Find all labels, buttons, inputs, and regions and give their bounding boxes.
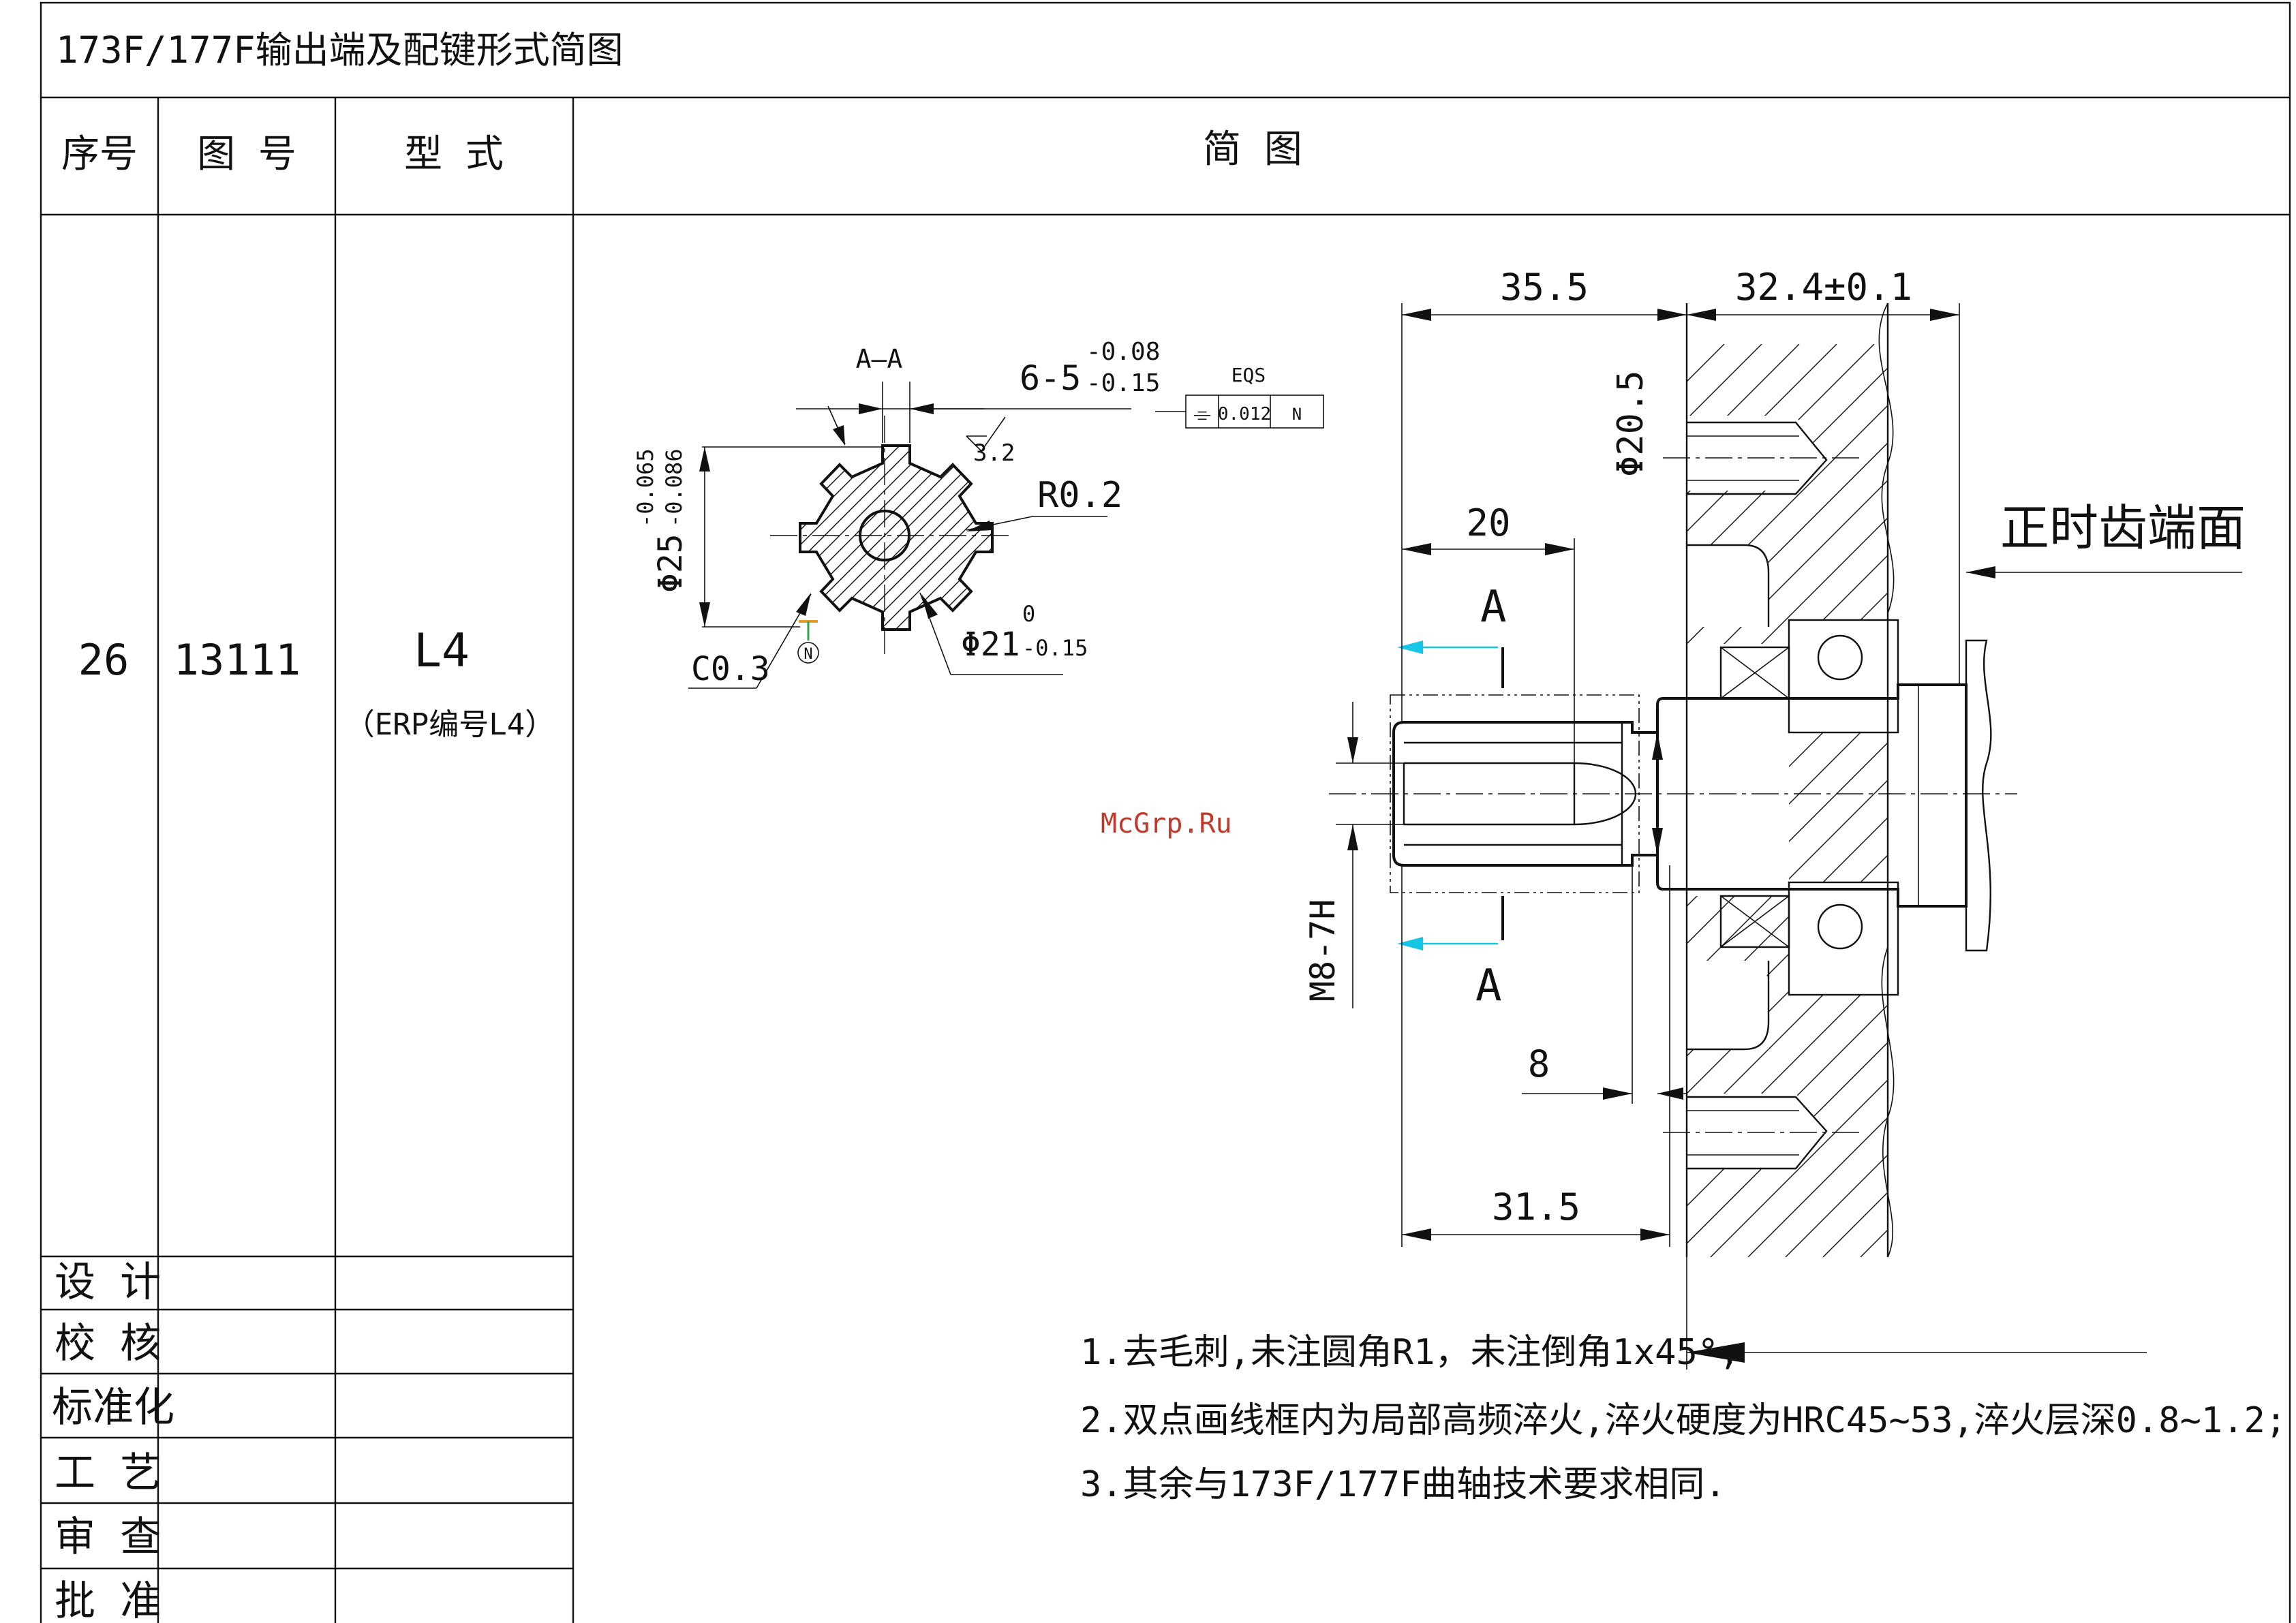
header-sketch: 简 图	[1203, 127, 1302, 172]
flange-hatch	[1687, 344, 1888, 1257]
dim-20: 20	[1466, 501, 1510, 544]
signoff-review: 审 查	[55, 1513, 161, 1561]
outer-dia-lower: -0.086	[661, 448, 687, 527]
crankshaft-body	[1656, 683, 1968, 908]
section-view-aa: A—A 6-5 -0.08 -0.15 3.2 ⌯ 0.012 N EQS R0…	[632, 338, 1324, 689]
inner-dia-upper: 0	[1022, 601, 1035, 627]
signoff-check: 校 核	[55, 1320, 161, 1367]
note-3: 3.其余与173F/177F曲轴技术要求相同.	[1080, 1464, 1726, 1505]
sheet-title: 173F/177F输出端及配键形式简图	[56, 29, 624, 72]
inner-dia: Φ21	[961, 625, 1020, 664]
signoff-process: 工 艺	[55, 1449, 161, 1497]
dim-32-4: 32.4±0.1	[1735, 266, 1912, 309]
table-frame	[40, 1, 2291, 1623]
dim-35-5: 35.5	[1500, 266, 1589, 309]
tolerance-frame	[1185, 395, 1324, 429]
thread-spec: M8-7H	[1303, 899, 1343, 1002]
outer-dia-upper: -0.065	[632, 448, 658, 527]
hardening-zone	[1390, 694, 1640, 893]
output-shaft	[1392, 721, 1659, 867]
watermark: McGrp.Ru	[1101, 808, 1232, 839]
note-1: 1.去毛刺,未注圆角R1，未注倒角1x45°;	[1080, 1332, 1740, 1373]
signoff-standard: 标准化	[52, 1384, 174, 1432]
row-type: L4	[414, 624, 470, 678]
tolerance-symbol: ⌯	[1193, 401, 1211, 427]
key-width: 6-5	[1020, 358, 1081, 398]
spline-hatch	[800, 446, 992, 630]
row-seq: 26	[78, 635, 129, 685]
section-a-top: A	[1480, 582, 1507, 632]
section-a-bottom: A	[1475, 961, 1502, 1011]
chamfer: C0.3	[691, 650, 770, 688]
row-erp: （ERP编号L4）	[345, 707, 555, 742]
signoff-approve: 批 准	[55, 1577, 161, 1623]
tolerance-eqs: EQS	[1231, 364, 1266, 386]
main-view: A A 35.5 32.4±0.1 Φ20.5 20	[1303, 266, 2246, 1370]
header-seq: 序号	[61, 132, 138, 176]
inner-dia-lower: -0.15	[1022, 635, 1088, 661]
note-2: 2.双点画线框内为局部高频淬火,淬火硬度为HRC45~53,淬火层深0.8~1.…	[1080, 1400, 2286, 1441]
dim-8: 8	[1528, 1042, 1550, 1085]
radius: R0.2	[1037, 475, 1122, 516]
roughness: 3.2	[973, 439, 1015, 467]
datum-mark-label: N	[803, 646, 812, 663]
key-width-upper: -0.08	[1086, 338, 1160, 366]
section-label: A—A	[856, 344, 903, 374]
timing-face: 正时齿端面	[2000, 499, 2246, 557]
dim-31-5: 31.5	[1492, 1186, 1580, 1228]
flange-cutouts	[1687, 416, 1898, 1169]
spline-profile	[799, 444, 994, 631]
key-width-lower: -0.15	[1086, 369, 1160, 397]
header-type: 型 式	[404, 132, 504, 176]
outer-dia: Φ25	[652, 534, 690, 593]
dim-20-5: Φ20.5	[1610, 370, 1651, 477]
tolerance-value: 0.012	[1218, 404, 1271, 424]
datum-mark	[797, 642, 819, 664]
signoff-design: 设 计	[55, 1258, 161, 1306]
row-drawing-no: 13111	[174, 635, 301, 685]
tolerance-datum: N	[1292, 405, 1302, 424]
header-drawing-no: 图 号	[197, 132, 296, 176]
